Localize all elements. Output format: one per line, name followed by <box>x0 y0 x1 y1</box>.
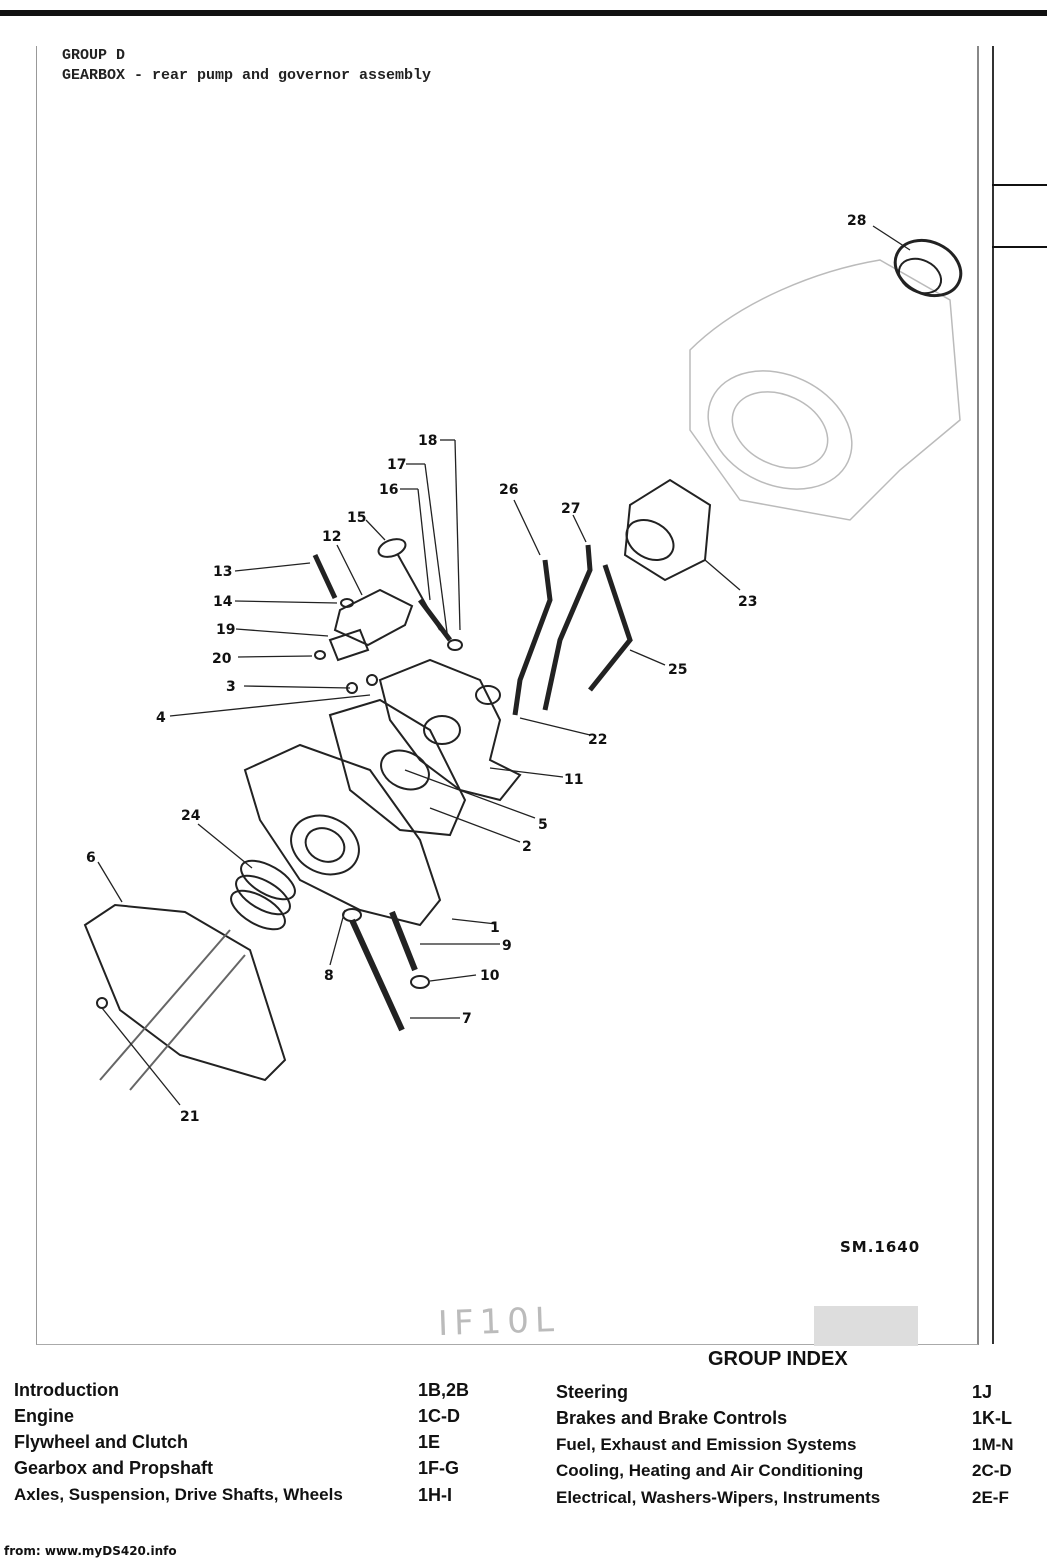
label-5: 5 <box>538 817 548 833</box>
pipe-26 <box>512 559 553 716</box>
label-25: 25 <box>668 662 687 678</box>
label-23: 23 <box>738 594 757 610</box>
pump-housing <box>243 743 442 927</box>
label-28: 28 <box>847 213 866 229</box>
index-code[interactable]: 1B,2B <box>418 1380 470 1400</box>
label-18: 18 <box>418 433 437 449</box>
index-code[interactable]: 1H-I <box>418 1485 453 1505</box>
diagram-sheet <box>36 46 979 1345</box>
index-item-fuel[interactable]: Fuel, Exhaust and Emission Systems <box>556 1435 857 1454</box>
pump-body <box>346 658 522 802</box>
index-code[interactable]: 1C-D <box>418 1406 461 1426</box>
index-code[interactable]: 1E <box>418 1432 441 1452</box>
drawing-reference: SM.1640 <box>840 1238 921 1256</box>
label-16: 16 <box>379 482 398 498</box>
index-item-axles[interactable]: Axles, Suspension, Drive Shafts, Wheels <box>14 1485 343 1504</box>
index-code[interactable]: 1F-G <box>418 1458 460 1478</box>
leader-lines <box>97 225 911 1106</box>
label-6: 6 <box>86 850 96 866</box>
label-12: 12 <box>322 529 341 545</box>
pipe-27 <box>542 544 593 711</box>
index-code[interactable]: 2E-F <box>972 1488 1009 1507</box>
index-item-gearbox[interactable]: Gearbox and Propshaft <box>14 1458 214 1478</box>
governor-sleeve <box>623 478 712 582</box>
label-22: 22 <box>588 732 607 748</box>
index-item-brakes[interactable]: Brakes and Brake Controls <box>556 1408 788 1428</box>
index-code[interactable]: 1J <box>972 1382 993 1402</box>
group-index-title: GROUP INDEX <box>708 1348 848 1370</box>
top-border <box>0 10 1047 16</box>
valve-body <box>312 538 463 662</box>
index-code[interactable]: 1K-L <box>972 1408 1012 1428</box>
label-7: 7 <box>462 1011 472 1027</box>
label-27: 27 <box>561 501 580 517</box>
adjacent-page-rule <box>992 246 1047 248</box>
index-item-steering[interactable]: Steering <box>556 1382 629 1402</box>
label-9: 9 <box>502 938 512 954</box>
index-code[interactable]: 2C-D <box>972 1461 1012 1480</box>
adjacent-page-edge <box>992 46 1047 1344</box>
page-title: GEARBOX - rear pump and governor assembl… <box>62 67 432 84</box>
index-item-introduction[interactable]: Introduction <box>14 1380 119 1400</box>
index-item-electrical[interactable]: Electrical, Washers-Wipers, Instruments <box>556 1488 881 1507</box>
tube-9 <box>389 910 418 972</box>
index-item-flywheel[interactable]: Flywheel and Clutch <box>14 1432 189 1452</box>
group-heading: GROUP D <box>62 47 126 64</box>
label-20: 20 <box>212 651 232 667</box>
pipe-25 <box>588 564 633 692</box>
label-26: 26 <box>499 482 518 498</box>
label-3: 3 <box>226 679 236 695</box>
rear-oil-seal <box>893 238 963 298</box>
index-item-engine[interactable]: Engine <box>14 1406 75 1426</box>
label-8: 8 <box>324 968 334 984</box>
label-19: 19 <box>216 622 235 638</box>
adjacent-page-rule <box>992 184 1047 186</box>
label-4: 4 <box>156 710 166 726</box>
handwritten-note: IF10L <box>437 1299 561 1345</box>
label-11: 11 <box>564 772 583 788</box>
output-shaft <box>99 929 246 1091</box>
label-13: 13 <box>213 564 232 580</box>
index-code[interactable]: 1M-N <box>972 1435 1014 1454</box>
page-header: GROUP D GEARBOX - rear pump and governor… <box>62 46 431 86</box>
pump-spring <box>230 859 296 931</box>
gasket <box>83 903 287 1082</box>
label-15: 15 <box>347 510 366 526</box>
label-10: 10 <box>480 968 500 984</box>
label-17: 17 <box>387 457 406 473</box>
label-14: 14 <box>213 594 233 610</box>
label-24: 24 <box>181 808 201 824</box>
index-item-cooling[interactable]: Cooling, Heating and Air Conditioning <box>556 1461 864 1480</box>
gearbox-casing <box>689 259 961 521</box>
pump-plate <box>328 698 467 837</box>
label-1: 1 <box>490 920 500 936</box>
label-21: 21 <box>180 1109 199 1125</box>
source-footer: from: www.myDS420.info <box>4 1544 177 1558</box>
tube-7 <box>349 918 405 1032</box>
part-labels: 1 2 3 4 5 6 7 8 9 10 11 12 13 14 15 16 1… <box>86 213 866 1125</box>
shaded-patch <box>814 1306 918 1346</box>
label-2: 2 <box>522 839 532 855</box>
